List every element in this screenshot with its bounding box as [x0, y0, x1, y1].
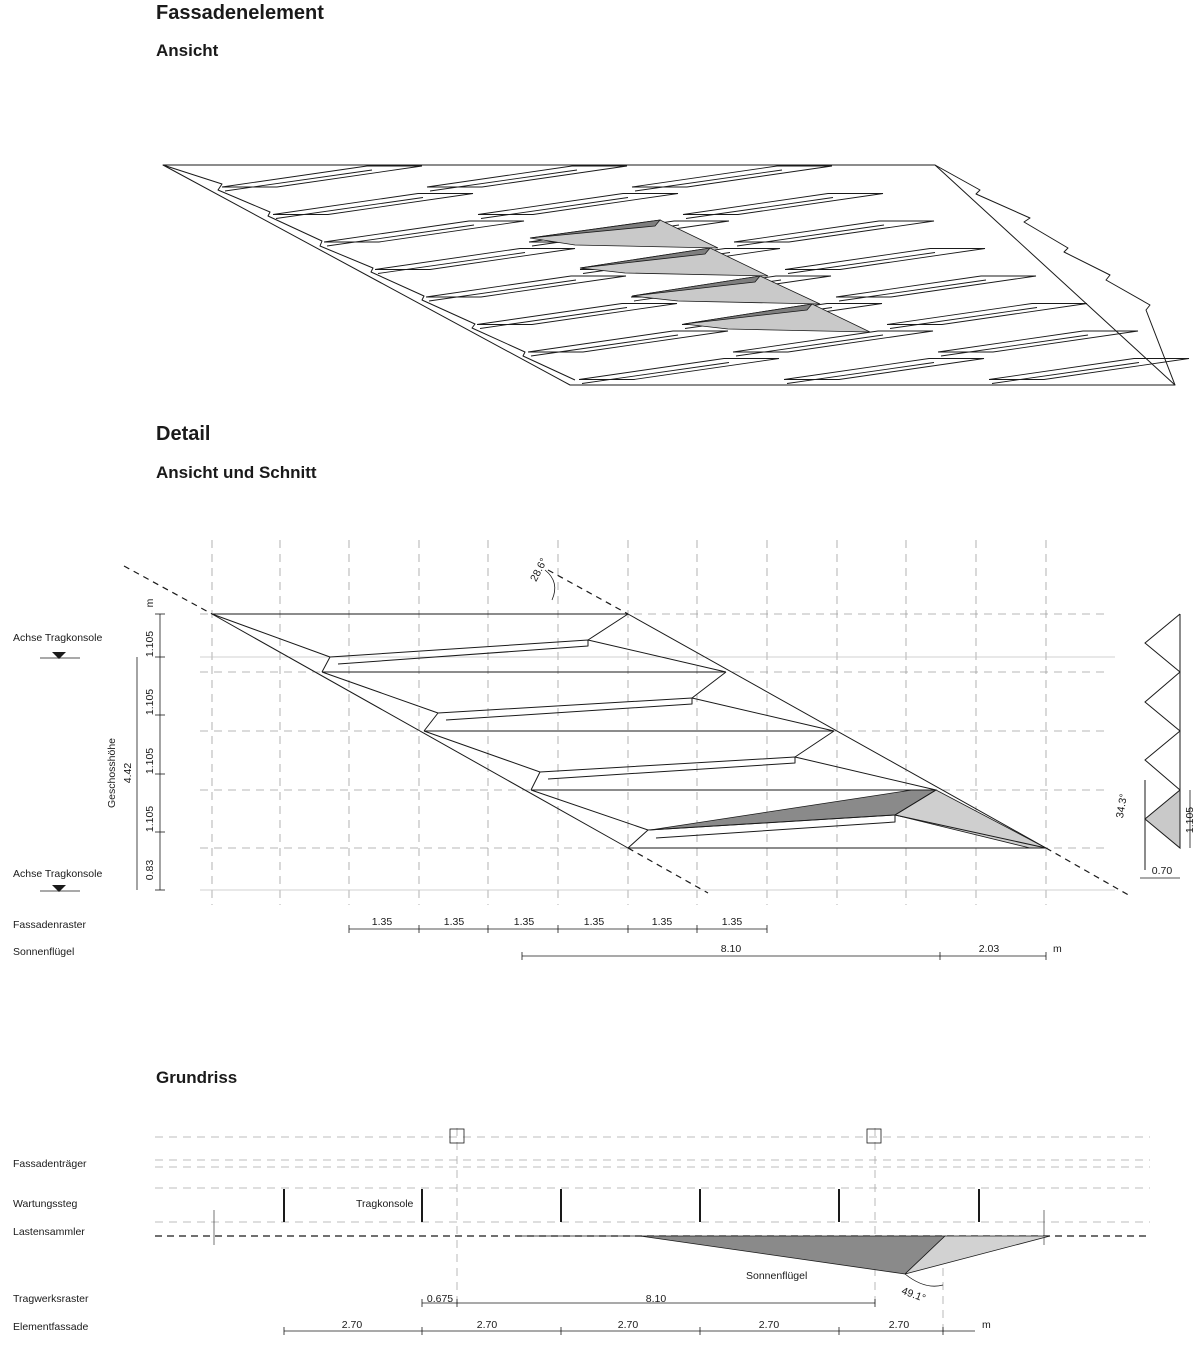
facade-panel-edge: [685, 197, 834, 219]
label-grundriss-sonnenfluegel: Sonnenflügel: [746, 1270, 808, 1282]
facade-panel-edge: [735, 334, 884, 357]
facade-panel: [477, 193, 679, 215]
label-lastensammler: Lastensammler: [13, 1226, 85, 1238]
facade-panel: [323, 220, 525, 243]
dim-fassadenraster-4: 1.35: [583, 916, 605, 928]
facade-panel: [733, 220, 935, 243]
facade-panel-edge: [736, 224, 885, 247]
detail-drawing: [40, 540, 1191, 960]
label-achse-tragkonsole-top: Achse Tragkonsole: [13, 632, 103, 644]
dim-fassadenraster-1: 1.35: [371, 916, 393, 928]
facade-panel-edge: [581, 362, 730, 384]
dim-elementfassade-4: 2.70: [758, 1319, 780, 1331]
label-fassadenraster: Fassadenraster: [13, 919, 86, 931]
dim-fassadenraster-2: 1.35: [443, 916, 465, 928]
facade-panel: [221, 165, 423, 188]
section-profile: [1144, 613, 1181, 870]
facade-panel: [937, 330, 1139, 353]
dim-fassadenraster-5: 1.35: [651, 916, 673, 928]
label-sonnenfluegel: Sonnenflügel: [13, 946, 75, 958]
label-tragkonsole: Tragkonsole: [356, 1198, 414, 1210]
facade-panel: [682, 193, 884, 215]
label-elementfassade: Elementfassade: [13, 1321, 89, 1333]
facade-panel-edge: [889, 307, 1038, 329]
facade-panel-edge: [786, 362, 935, 384]
facade-panel-edge: [377, 252, 526, 274]
facade-panel: [631, 165, 833, 188]
dim-fassadenraster-3: 1.35: [513, 916, 535, 928]
facade-panel-edge: [275, 197, 424, 219]
facade-panel-edge: [479, 307, 628, 329]
facade-highlight: [529, 219, 871, 333]
facade-panel-edge: [634, 169, 783, 192]
section-title-detail: Detail: [156, 423, 211, 445]
dim-sonnenfluegel-2: 2.03: [978, 943, 1000, 955]
label-achse-tragkonsole-bottom: Achse Tragkonsole: [13, 868, 103, 880]
facade-panel-edge: [787, 252, 936, 274]
facade-panel: [886, 303, 1088, 325]
facade-panel-edge: [838, 279, 987, 302]
dim-elementfassade-1: 2.70: [341, 1319, 363, 1331]
dim-elementfassade-2: 2.70: [476, 1319, 498, 1331]
angle-arc: [544, 569, 556, 601]
dim-tragwerksraster-2: 8.10: [645, 1293, 667, 1305]
facade-elevation-drawing: [162, 164, 1190, 386]
facade-panel: [272, 193, 474, 215]
unit-m-sonnenfluegel: m: [1053, 943, 1062, 955]
facade-panel: [732, 330, 934, 353]
facade-panel: [527, 330, 729, 353]
facade-panel: [476, 303, 678, 325]
facade-left-steps: [162, 164, 576, 381]
grundriss-sun-wing-dark: [522, 1235, 947, 1275]
facade-panel: [784, 248, 986, 270]
facade-panel: [783, 358, 985, 380]
facade-panel-edge: [224, 169, 373, 192]
facade-panel: [578, 358, 780, 380]
facade-right-steps: [934, 164, 1176, 386]
facade-panel: [835, 275, 1037, 298]
facade-panel-edge: [991, 362, 1140, 384]
label-wartungssteg: Wartungssteg: [13, 1198, 78, 1210]
axis-marker-bottom: [52, 885, 66, 892]
section-title-fassadenelement: Fassadenelement: [156, 2, 324, 24]
facade-panel-edge: [480, 197, 629, 219]
facade-panel-edge: [940, 334, 1089, 357]
facade-panel: [425, 275, 627, 298]
grundriss-sun-wing-light: [904, 1235, 1051, 1275]
axis-marker-top: [52, 652, 66, 659]
dim-fassadenraster-6: 1.35: [721, 916, 743, 928]
facade-panel-edge: [429, 169, 578, 192]
dim-elementfassade-3: 2.70: [617, 1319, 639, 1331]
facade-panel-edge: [326, 224, 475, 247]
facade-panel-edge: [428, 279, 577, 302]
facade-panel-edge: [530, 334, 679, 357]
facade-panel: [988, 358, 1190, 380]
dim-elementfassade-5: 2.70: [888, 1319, 910, 1331]
dim-sonnenfluegel-1: 8.10: [720, 943, 742, 955]
section-subtitle-ansicht-schnitt: Ansicht und Schnitt: [156, 463, 317, 482]
facade-panel: [374, 248, 576, 270]
section-subtitle-ansicht: Ansicht: [156, 41, 219, 60]
dim-section-width: 0.70: [1151, 865, 1173, 877]
unit-m-elementfassade: m: [982, 1319, 991, 1331]
label-fassadentraeger: Fassadenträger: [13, 1158, 87, 1170]
detail-panel: [211, 613, 1047, 849]
facade-panel: [426, 165, 628, 188]
section-subtitle-grundriss: Grundriss: [156, 1068, 238, 1087]
dim-tragwerksraster-1: 0.675: [426, 1293, 454, 1305]
label-tragwerksraster: Tragwerksraster: [13, 1293, 89, 1305]
